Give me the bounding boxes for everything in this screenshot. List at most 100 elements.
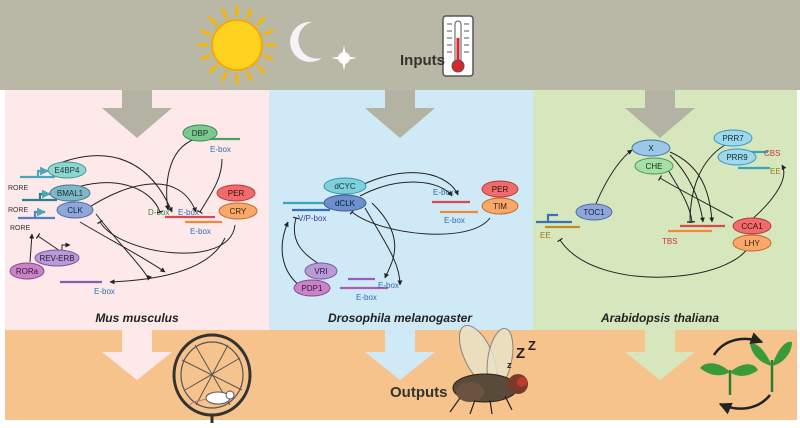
clk-node: [56, 201, 94, 219]
vri-node: [304, 262, 338, 280]
prr7-label: PRR7: [722, 134, 744, 143]
cry-node: [218, 202, 258, 220]
x-to-cca1-arrow: [669, 154, 705, 223]
tbs-label: TBS: [662, 237, 678, 246]
e4bp4-label: E4BP4: [55, 166, 80, 175]
dclk-to-per-arrow: [359, 181, 453, 197]
thermometer-icon: [442, 15, 474, 77]
cca1-to-che-arrow: [657, 175, 734, 219]
ebox-rev-label: E-box: [94, 287, 115, 296]
rore-label-2: RORE: [8, 207, 29, 214]
dbp-label: DBP: [192, 129, 208, 138]
e4bp4-to-dbox-arrow: [59, 155, 173, 213]
inputs-banner: [0, 0, 800, 90]
vri-label: VRI: [314, 267, 327, 276]
sleeping-fly-icon: Z Z z: [449, 324, 536, 415]
organism-mouse: Mus musculus: [95, 311, 179, 325]
dbp-to-dbox-arrow: [164, 138, 196, 211]
cry-to-rev-arrow: [109, 237, 226, 285]
prr-repression-arrow: [686, 144, 726, 223]
toc1-node: [575, 203, 613, 221]
seedling-cycle-icon: [700, 332, 792, 415]
fly-network: V/P-box E-box E-box E-box E-box dCYC dCL…: [281, 172, 519, 302]
prr9-node: [717, 148, 757, 166]
clk-to-ebox-arrow: [84, 183, 197, 213]
ebox-cry-label: E-box: [190, 227, 211, 236]
output-arrow-mouse: [102, 330, 172, 380]
che-label: CHE: [646, 162, 663, 171]
ebox-dbp-label: E-box: [210, 145, 231, 154]
x-label: X: [648, 144, 654, 153]
toc1-label: TOC1: [583, 208, 605, 217]
dclk-to-pdp1-arrow: [364, 207, 403, 286]
bmal1-repression-arrow: [71, 182, 164, 214]
output-arrow-fly: [365, 330, 435, 380]
toc1-to-x-arrow: [594, 149, 633, 207]
fly-tim-label: TIM: [493, 202, 507, 211]
che-node: [634, 157, 674, 175]
fly-ebox-vri-label: E-box: [378, 281, 399, 290]
input-arrow-fly: [365, 90, 435, 138]
output-arrow-plant: [625, 330, 695, 380]
star-icon: [331, 45, 357, 71]
cbs-label: CBS: [764, 149, 780, 158]
fly-per-label: PER: [492, 185, 509, 194]
prr7-node: [713, 129, 753, 147]
pdp1-activation-arrow: [281, 221, 301, 287]
dcyc-node: [323, 177, 367, 195]
fly-ebox-pdp1-label: E-box: [356, 293, 377, 302]
ee-toc1-label: EE: [540, 231, 551, 240]
clk-label: CLK: [67, 206, 83, 215]
fly-ebox-tim-label: E-box: [444, 216, 465, 225]
fly-per-node: [481, 180, 519, 198]
dcyc-label: dCYC: [334, 182, 356, 191]
rora-label: RORa: [16, 267, 39, 276]
cca1-label: CCA1: [741, 222, 763, 231]
cry-repression-arrow: [97, 219, 236, 254]
svg-text:Z: Z: [516, 345, 525, 362]
dclk-label: dCLK: [335, 199, 356, 208]
e4bp4-node: [47, 161, 87, 179]
organism-plant: Arabidopsis thaliana: [600, 311, 719, 325]
x-to-lhy-arrow: [669, 151, 715, 223]
input-arrow-plant: [625, 90, 695, 138]
dclk-node: [323, 194, 367, 212]
output-arrows: [102, 330, 695, 380]
per-node: [216, 184, 256, 202]
fly-ebox-per-label: E-box: [433, 188, 454, 197]
pdp1-node: [293, 279, 331, 297]
organism-fly: Drosophila melanogaster: [328, 311, 473, 325]
rev-erb-label: REV-ERB: [39, 254, 74, 263]
input-arrows: [102, 90, 695, 138]
dcyc-to-per-arrow: [355, 172, 459, 196]
moon-icon: [290, 21, 322, 62]
prr9-label: PRR9: [726, 153, 748, 162]
rev-erb-node: [34, 249, 80, 267]
lhy-node: [732, 234, 772, 252]
input-arrow-mouse: [102, 90, 172, 138]
sun-icon: [197, 5, 277, 85]
x-node: [631, 139, 671, 157]
dbp-node: [182, 124, 218, 142]
mouse-network: RORE RORE RORE D-box E-box E-box E-box E…: [8, 124, 258, 296]
bmal1-node: [49, 184, 91, 202]
che-repression-arrow: [667, 169, 696, 223]
inputs-label: Inputs: [400, 52, 445, 69]
mouse-wheel-icon: [172, 333, 252, 423]
vp-box-label: V/P-box: [298, 214, 326, 223]
clk-to-rev-ebox-arrow: [79, 221, 166, 273]
ebox-dbp-arrow: [197, 158, 223, 215]
per-label: PER: [228, 189, 245, 198]
cry-label: CRY: [230, 207, 247, 216]
rore-label-1: RORE: [8, 185, 29, 192]
ebox-mid-label: E-box: [178, 208, 199, 217]
rore-label-3: RORE: [10, 225, 31, 232]
ee-prr-label: EE: [770, 167, 781, 176]
plant-network: EE TBS CBS EE X CHE TOC1 PRR7 PRR9: [536, 129, 787, 278]
lhy-label: LHY: [744, 239, 760, 248]
fly-tim-node: [481, 197, 519, 215]
cca1-node: [732, 217, 772, 235]
rora-node: [9, 262, 45, 280]
